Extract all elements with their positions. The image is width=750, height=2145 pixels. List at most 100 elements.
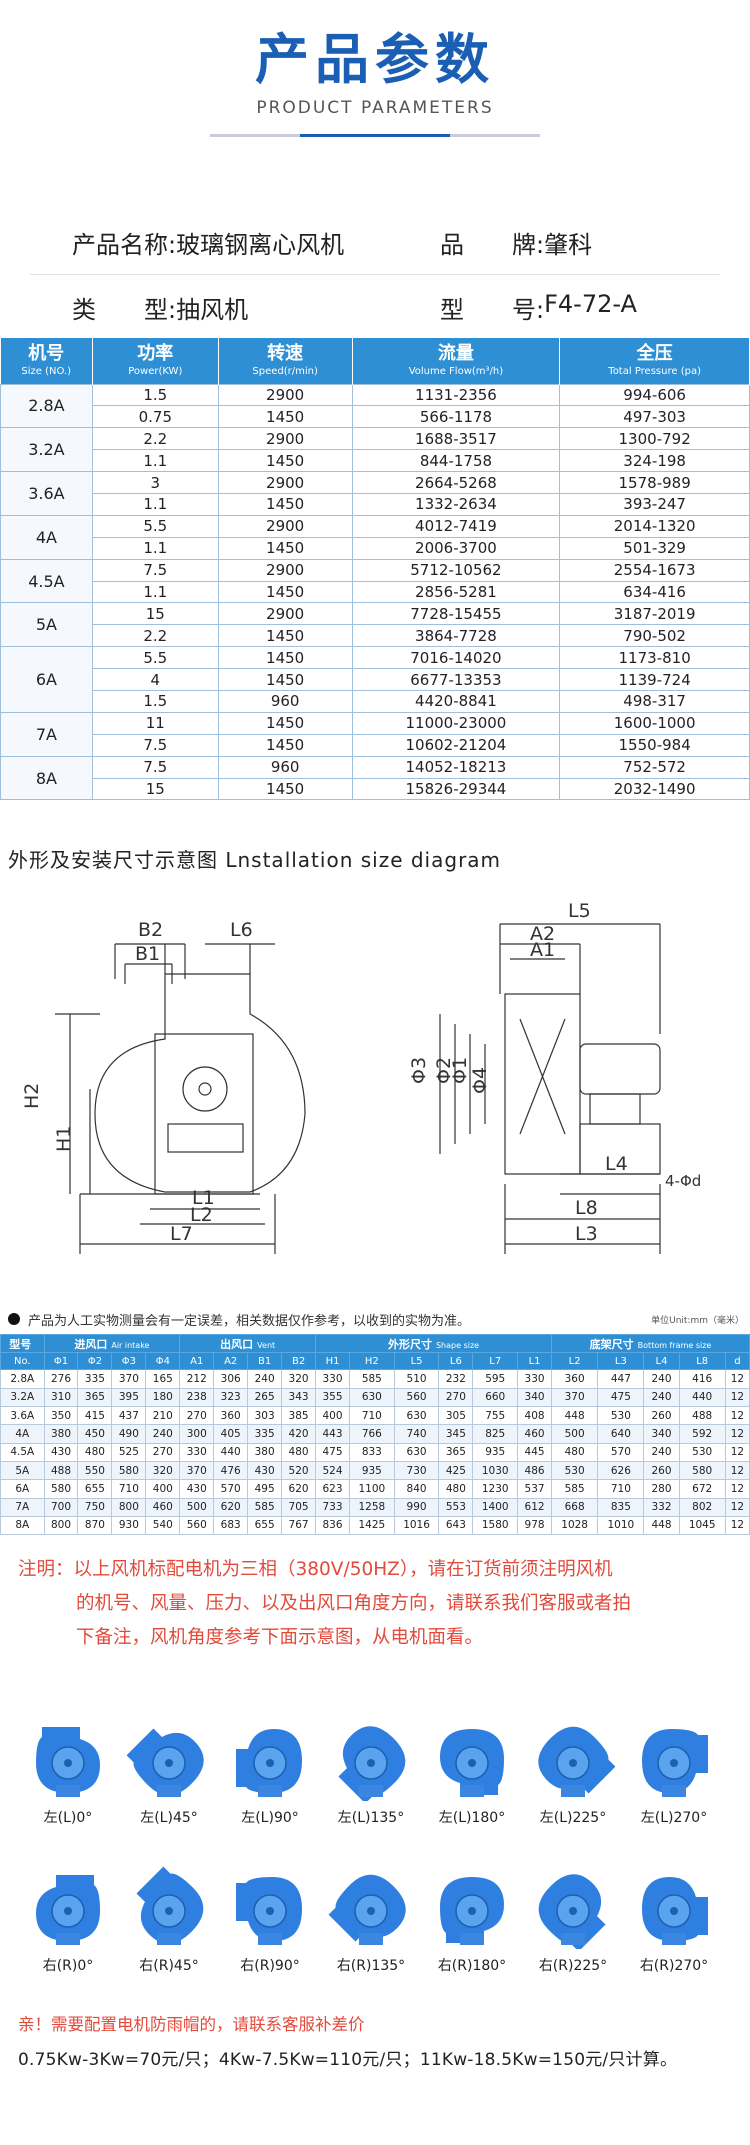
spec-cell: 3187-2019 (559, 602, 750, 626)
dim-cell: 520 (281, 1460, 317, 1481)
dim-cell: 580 (678, 1460, 726, 1481)
fan-angle-item: 右(R)225° (527, 1861, 619, 1975)
spec-cell: 2664-5268 (351, 471, 561, 494)
dim-cell: 580 (111, 1460, 147, 1481)
dim-cell: 1030 (472, 1460, 519, 1481)
spec-cell: 7016-14020 (351, 646, 561, 670)
spec-cell: 393-247 (559, 492, 750, 516)
dim-cell: 415 (77, 1406, 113, 1426)
spec-cell: 15 (91, 777, 219, 801)
dim-cell: 833 (348, 1442, 395, 1462)
title-divider (210, 134, 540, 137)
dim-cell: 630 (348, 1387, 395, 1408)
dim-column-header: L4 (643, 1352, 680, 1371)
dim-cell: 365 (438, 1442, 474, 1462)
dim-cell: 370 (551, 1387, 599, 1408)
group-label-en: Bottom frame size (637, 1340, 712, 1350)
dim-cell: 395 (111, 1387, 147, 1408)
dim-cell: 480 (438, 1479, 474, 1499)
dim-cell: 12 (724, 1424, 750, 1444)
dim-cell: 755 (472, 1406, 519, 1426)
dim-cell: 345 (438, 1424, 474, 1444)
dim-cell: 620 (281, 1479, 317, 1499)
fan-housing-icon (642, 1877, 708, 1946)
spec-cell: 1450 (217, 536, 353, 560)
fan-angle-label: 左(L)180° (438, 1810, 506, 1827)
dim-column-header: Φ2 (77, 1352, 113, 1371)
dim-label-holes: 4-Φd (665, 1172, 701, 1190)
base-plate (167, 1123, 244, 1154)
dim-cell: 560 (393, 1387, 440, 1408)
group-label: 型号 (9, 1337, 32, 1351)
model-cell: 7A (0, 711, 93, 757)
spec-cell: 10602-21204 (351, 733, 561, 757)
dim-cell: 355 (315, 1387, 350, 1408)
dim-cell: 430 (179, 1479, 215, 1499)
dim-cell: 305 (438, 1406, 474, 1426)
spec-cell: 960 (217, 689, 353, 713)
info-row-name-brand: 产品名称:玻璃钢离心风机 品 牌:肇科 (0, 210, 750, 274)
dim-cell: 440 (678, 1387, 726, 1408)
dim-cell: 320 (281, 1369, 317, 1389)
fan-housing-icon (440, 1729, 504, 1798)
dim-cell: 840 (393, 1479, 440, 1499)
info-label: 型 号: (440, 295, 545, 324)
spec-cell: 1.1 (91, 449, 219, 473)
dim-cell: 240 (145, 1424, 181, 1444)
spec-cell: 5.5 (91, 514, 219, 538)
dim-cell: 490 (111, 1424, 147, 1444)
fan-angle-label: 右(R)45° (139, 1958, 199, 1975)
dim-cell: 733 (315, 1497, 350, 1517)
dim-cell: 560 (179, 1515, 215, 1536)
dim-cell: 276 (43, 1369, 79, 1389)
spec-cell: 7.5 (91, 733, 219, 757)
motor-mount (589, 1093, 641, 1126)
fan-housing-outline (94, 973, 306, 1194)
model-cell: 3.2A (0, 427, 93, 473)
spec-cell: 14052-18213 (351, 755, 561, 779)
spec-cell: 1.1 (91, 492, 219, 516)
dim-cell: 525 (111, 1442, 147, 1462)
dim-cell: 340 (643, 1424, 680, 1444)
dim-cell: 660 (472, 1387, 519, 1408)
spec-cell: 1688-3517 (351, 427, 561, 451)
dim-cell: 740 (393, 1424, 440, 1444)
dim-cell: 12 (724, 1369, 750, 1389)
fan-angle-label: 左(L)135° (337, 1810, 405, 1827)
spec-cell: 1173-810 (559, 646, 750, 670)
dim-label-h1: H1 (53, 1126, 75, 1152)
dim-label-l2: L2 (190, 1204, 213, 1226)
dim-cell: 265 (247, 1387, 283, 1408)
info-value: F4-72-A (544, 289, 637, 318)
dim-cell: 570 (213, 1479, 249, 1499)
title-divider-accent (300, 134, 450, 137)
dim-label-a1: A1 (530, 939, 555, 961)
dim-column-header: L6 (438, 1352, 474, 1371)
spec-cell: 1.1 (91, 536, 219, 560)
dim-cell: 12 (724, 1515, 750, 1536)
dim-cell: 710 (111, 1479, 147, 1499)
header-zh: 转速 (267, 343, 304, 365)
dim-cell: 240 (247, 1369, 283, 1389)
fan-housing-icon (236, 1729, 302, 1798)
dim-cell: 448 (643, 1515, 680, 1536)
fan-angle-item: 左(L)135° (325, 1713, 417, 1827)
dim-column-header: L8 (678, 1352, 726, 1371)
dim-cell: 360 (551, 1369, 599, 1389)
dim-cell: 1258 (348, 1497, 395, 1517)
dim-cell: 400 (315, 1406, 350, 1426)
fan-angle-label: 右(R)90° (240, 1958, 300, 1975)
header-en: Total Pressure (pa) (608, 366, 701, 378)
spec-cell: 1131-2356 (351, 383, 561, 407)
info-label: 品 牌: (440, 230, 545, 259)
dim-cell: 210 (145, 1406, 181, 1426)
dim-cell: 1028 (551, 1515, 599, 1536)
